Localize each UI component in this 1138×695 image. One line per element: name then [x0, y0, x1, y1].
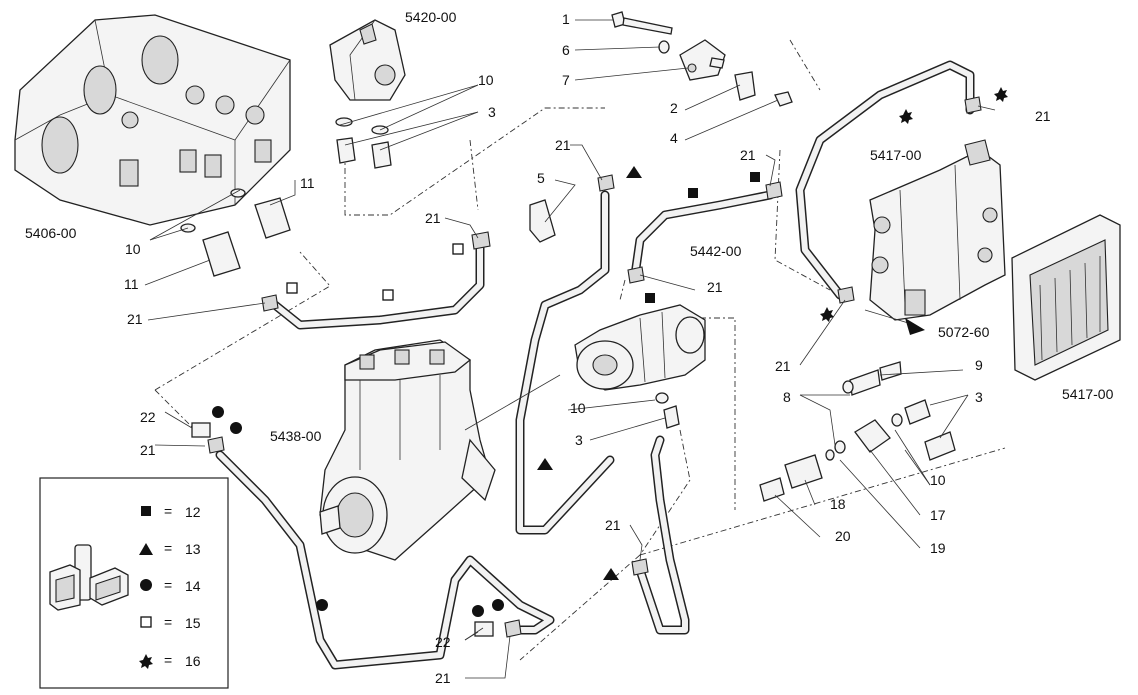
callout-3: 3: [975, 389, 983, 405]
callout-18: 18: [830, 496, 846, 512]
square-filled-symbol: [688, 188, 698, 198]
label-compressor: 5438-00: [270, 428, 322, 444]
callout-17: 17: [930, 507, 946, 523]
circle-filled-symbol: [230, 422, 242, 434]
legend-ref-13: 13: [185, 541, 201, 557]
callout-21: 21: [425, 210, 441, 226]
legend-triangle-filled-icon: [139, 543, 153, 555]
callout-2: 2: [670, 100, 678, 116]
callout-1: 1: [562, 11, 570, 27]
callout-10: 10: [930, 472, 946, 488]
ecu-unit[interactable]: [1011, 214, 1121, 381]
cylinder-head-assembly[interactable]: [14, 14, 291, 226]
label-arrow-ref: 5072-60: [938, 324, 990, 340]
callout-9: 9: [975, 357, 983, 373]
assembly-labels: 5406-00 5420-00 5438-00 5442-00 5417-00 …: [25, 9, 1114, 444]
callout-19: 19: [930, 540, 946, 556]
legend-square-filled-icon: [141, 506, 151, 516]
callout-10: 10: [570, 400, 586, 416]
callout-21: 21: [127, 311, 143, 327]
callout-8: 8: [783, 389, 791, 405]
legend-eq: =: [164, 503, 172, 519]
legend-ref-16: 16: [185, 653, 201, 669]
callout-21: 21: [555, 137, 571, 153]
direction-arrow: [864, 309, 925, 335]
legend-eq: =: [164, 614, 172, 630]
square-open-symbol: [286, 282, 298, 294]
callout-21: 21: [1035, 108, 1051, 124]
callout-21: 21: [707, 279, 723, 295]
triangle-filled-symbol: [537, 458, 553, 470]
legend-circle-filled-icon: [140, 579, 152, 591]
power-steering-pump[interactable]: [574, 304, 706, 391]
label-bracket-top: 5420-00: [405, 9, 457, 25]
callout-22: 22: [140, 409, 156, 425]
callout-21: 21: [140, 442, 156, 458]
square-open-symbol: [382, 289, 394, 301]
triangle-filled-symbol: [603, 568, 619, 580]
legend-eq: =: [164, 540, 172, 556]
star-filled-symbol: [820, 307, 834, 322]
label-pump-pipe: 5442-00: [690, 243, 742, 259]
callout-7: 7: [562, 72, 570, 88]
callout-3: 3: [488, 104, 496, 120]
symbol-legend: = 12 = 13 = 14 = 15 = 16: [39, 477, 229, 689]
callout-numbers: 1 6 7 2 4 10 3 21 5 11 10 11 21 21 21 21…: [124, 11, 1051, 686]
legend-eq: =: [164, 652, 172, 668]
label-cylinder-head: 5406-00: [25, 225, 77, 241]
leader-lines: [144, 19, 996, 679]
callout-11: 11: [300, 175, 315, 191]
callout-10: 10: [125, 241, 141, 257]
callout-22: 22: [435, 634, 451, 650]
legend-square-open-icon: [140, 616, 152, 628]
star-filled-symbol: [994, 87, 1008, 102]
circle-filled-symbol: [492, 599, 504, 611]
kit-illustration: [49, 544, 129, 611]
circle-filled-symbol: [212, 406, 224, 418]
callout-6: 6: [562, 42, 570, 58]
legend-ref-12: 12: [185, 504, 201, 520]
callout-3: 3: [575, 432, 583, 448]
callout-21: 21: [775, 358, 791, 374]
legend-star-filled-icon: [139, 654, 153, 669]
reference-symbols: [212, 87, 1008, 617]
callout-21: 21: [435, 670, 451, 686]
callout-20: 20: [835, 528, 851, 544]
legend-ref-15: 15: [185, 615, 201, 631]
bracket-5420-assembly[interactable]: [329, 19, 406, 101]
legend-ref-14: 14: [185, 578, 201, 594]
reference-lines: [154, 39, 1006, 661]
square-open-symbol: [452, 243, 464, 255]
callout-5: 5: [537, 170, 545, 186]
callout-10: 10: [478, 72, 494, 88]
small-parts: [180, 11, 982, 638]
hoses: [215, 60, 975, 670]
callout-21: 21: [605, 517, 621, 533]
circle-filled-symbol: [316, 599, 328, 611]
star-filled-symbol: [899, 109, 913, 124]
label-ecu-bracket: 5417-00: [870, 147, 922, 163]
callout-4: 4: [670, 130, 678, 146]
triangle-filled-symbol: [626, 166, 642, 178]
callout-21: 21: [740, 147, 756, 163]
circle-filled-symbol: [472, 605, 484, 617]
compressor-assembly[interactable]: [319, 339, 496, 561]
ecu-bracket[interactable]: [869, 139, 1006, 321]
square-filled-symbol: [645, 293, 655, 303]
callout-11: 11: [124, 276, 139, 292]
label-ecu-unit: 5417-00: [1062, 386, 1114, 402]
square-filled-symbol: [750, 172, 760, 182]
legend-eq: =: [164, 577, 172, 593]
